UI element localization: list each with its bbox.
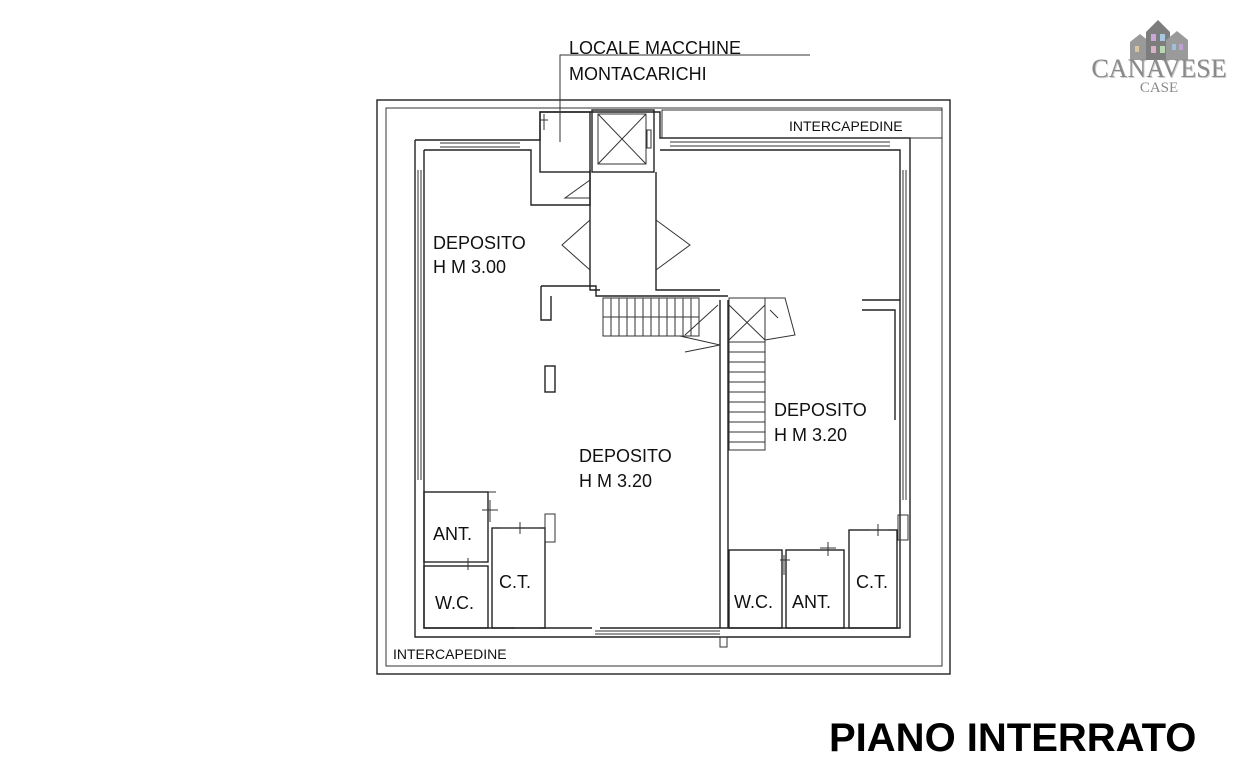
label-ant-west: ANT. bbox=[433, 524, 472, 544]
label-wc-east: W.C. bbox=[734, 592, 773, 612]
label-deposito-center-height: H M 3.20 bbox=[579, 471, 652, 491]
machine-room bbox=[539, 111, 591, 173]
column bbox=[544, 365, 556, 393]
label-ct-east: C.T. bbox=[856, 572, 888, 592]
intercapedine-top-strip bbox=[661, 109, 943, 139]
outer-boundary-inner bbox=[385, 107, 943, 667]
east-service-rooms bbox=[719, 524, 898, 648]
label-deposito-center: DEPOSITO bbox=[579, 446, 672, 466]
stair-east bbox=[728, 297, 796, 451]
label-wc-west: W.C. bbox=[435, 593, 474, 613]
plan-title: PIANO INTERRATO bbox=[829, 716, 1197, 760]
label-deposito-east: DEPOSITO bbox=[774, 400, 867, 420]
label-deposito-east-height: H M 3.20 bbox=[774, 425, 847, 445]
label-machine-room-line2: MONTACARICHI bbox=[569, 64, 707, 84]
houses-icon bbox=[1130, 20, 1188, 60]
corridor bbox=[561, 172, 720, 291]
label-intercapedine-top: INTERCAPEDINE bbox=[789, 118, 903, 134]
west-service-rooms bbox=[423, 491, 556, 629]
label-ct-west: C.T. bbox=[499, 572, 531, 592]
logo-subtitle: CASE bbox=[1139, 80, 1179, 96]
label-deposito-nw-height: H M 3.00 bbox=[433, 257, 506, 277]
stair-west bbox=[602, 297, 721, 353]
label-intercapedine-bottom: INTERCAPEDINE bbox=[393, 646, 507, 662]
label-ant-east: ANT. bbox=[792, 592, 831, 612]
outer-boundary bbox=[376, 99, 951, 675]
building-walls bbox=[414, 111, 911, 638]
logo-wordmark: CANAVESE bbox=[1091, 54, 1227, 83]
canavese-case-logo: CANAVESE CASE bbox=[1084, 14, 1234, 102]
lift-shaft bbox=[591, 109, 655, 173]
label-machine-room-line1: LOCALE MACCHINE bbox=[569, 38, 741, 58]
label-deposito-nw: DEPOSITO bbox=[433, 233, 526, 253]
leader-line bbox=[559, 54, 810, 142]
